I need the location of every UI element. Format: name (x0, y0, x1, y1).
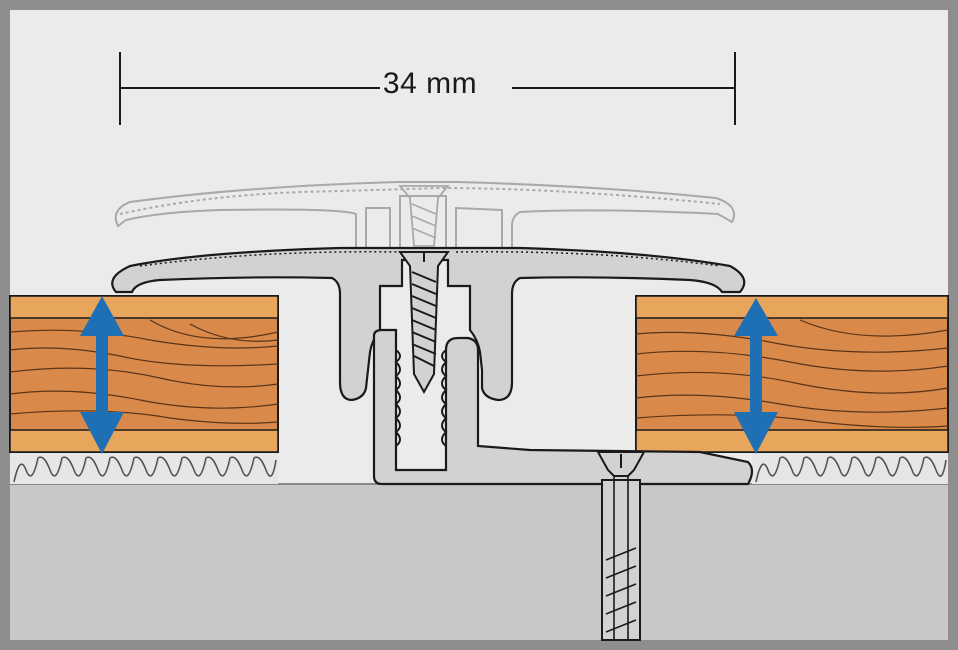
fixing-screw (398, 185, 450, 395)
cover-profile-raised (114, 181, 735, 251)
underlay-left (10, 452, 278, 484)
height-arrow-right-icon (734, 298, 778, 454)
wood-plank-left (9, 295, 279, 453)
dimension-line (119, 52, 736, 125)
base-rail (372, 328, 754, 486)
anchor-screw (596, 451, 646, 641)
subfloor (10, 484, 948, 640)
wood-plank-right (635, 295, 949, 453)
height-arrow-left-icon (80, 296, 124, 454)
dimension-label: 34 mm (382, 67, 478, 100)
cover-profile (111, 246, 746, 402)
underlay-right (752, 452, 948, 484)
